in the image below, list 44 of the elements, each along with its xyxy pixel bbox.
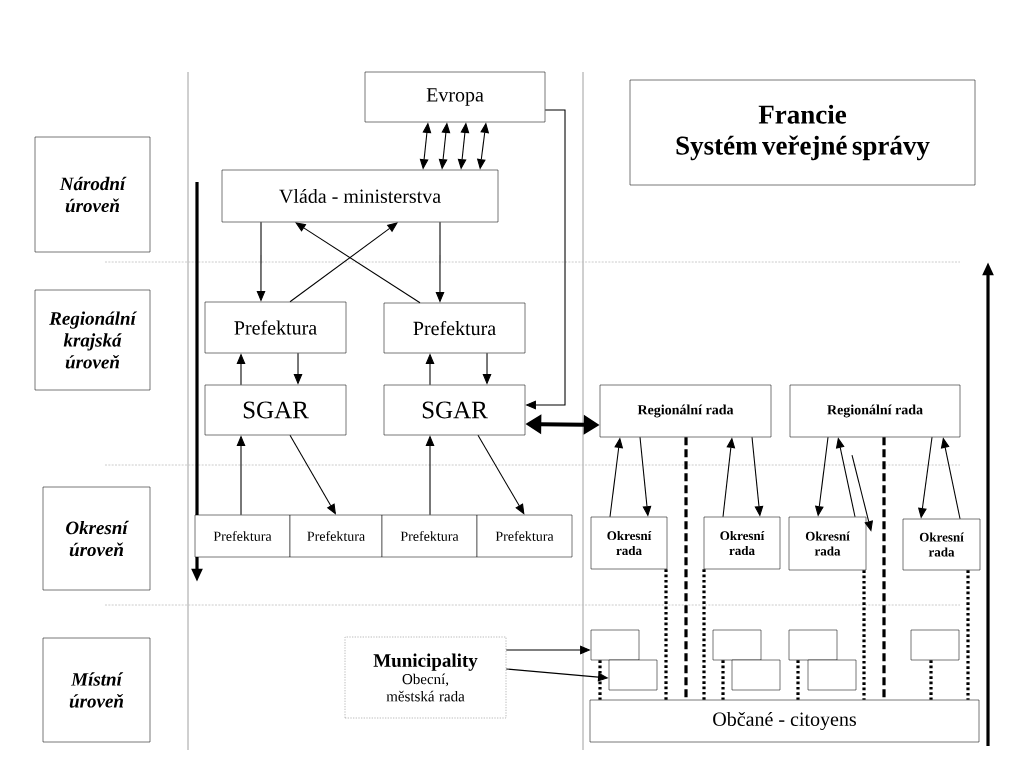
connector-line (664, 569, 668, 700)
municipality-box: Municipality Obecní, městská rada (344, 636, 507, 719)
connector-line (862, 570, 866, 700)
process-box: Prefektura (383, 302, 526, 354)
title-box: Francie Systém veřejné správy (629, 79, 976, 186)
connector-line (882, 437, 886, 700)
process-box: Vláda - ministerstva (221, 169, 499, 223)
process-box: SGAR (204, 384, 347, 436)
level-box: Národní úroveň (34, 136, 151, 253)
process-box: Prefektura (476, 514, 573, 558)
connector-line (966, 570, 970, 700)
empty-box (590, 629, 640, 661)
empty-box (910, 629, 960, 661)
process-box: Prefektura (381, 514, 478, 558)
process-box: Prefektura (289, 514, 383, 558)
arrow (289, 434, 336, 515)
level-box: Regionální krajská úroveň (34, 289, 151, 391)
level-box: Místní úroveň (42, 637, 151, 743)
process-box: Prefektura (204, 301, 347, 354)
connector-line (684, 437, 688, 700)
council-box: Regionální rada (599, 384, 772, 438)
council-box: Okresní rada (788, 516, 867, 571)
connector-line (796, 660, 800, 700)
process-box: Evropa (364, 71, 546, 123)
connector-line (929, 660, 933, 700)
arrow (289, 222, 398, 303)
process-box: Prefektura (194, 514, 291, 558)
empty-box (807, 659, 857, 691)
empty-box (608, 659, 658, 691)
council-box: Okresní rada (590, 516, 668, 570)
empty-box (731, 659, 781, 691)
connector-line (702, 569, 706, 700)
council-box: Regionální rada (789, 384, 961, 438)
arrow (295, 222, 421, 304)
level-box: Okresní úroveň (42, 486, 151, 591)
empty-box (712, 629, 762, 661)
arrow (477, 434, 525, 515)
process-box: SGAR (383, 384, 526, 436)
connector-line (598, 660, 602, 700)
council-box: Okresní rada (703, 516, 781, 570)
process-box: Občané - citoyens (589, 699, 980, 743)
connector-line (721, 660, 725, 700)
council-box: Okresní rada (902, 518, 981, 571)
empty-box (788, 629, 838, 661)
